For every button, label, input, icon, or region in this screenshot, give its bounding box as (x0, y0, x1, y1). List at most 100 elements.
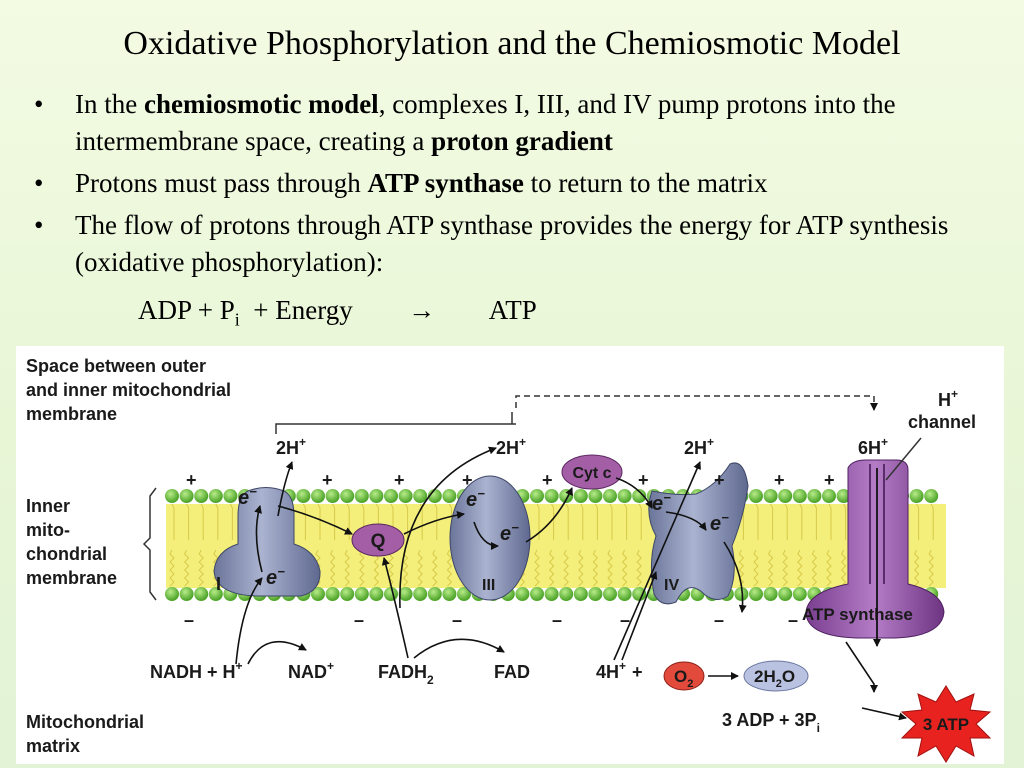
bullet-text: to return to the matrix (523, 168, 768, 198)
arrow-cytc-iv (615, 477, 653, 509)
electrons: e− e− e− e− e− e− (238, 484, 729, 589)
bullet-dot: • (34, 210, 44, 240)
cyt-c-label: Cyt c (572, 465, 611, 482)
lipid-head (413, 587, 428, 601)
lipid-head (194, 587, 209, 601)
lipid-head (354, 587, 369, 601)
lipid-tail (565, 503, 569, 540)
proton-labels: 2H+ 2H+ 2H+ 6H+ (276, 435, 888, 458)
minus-sign: – (184, 610, 194, 630)
lipid-tail (770, 503, 774, 540)
lipid-head (544, 489, 559, 503)
intermembrane-bracket (275, 412, 516, 434)
q-label: Q (371, 531, 386, 552)
bullet-item: •In the chemiosmotic model, complexes I,… (30, 86, 1010, 160)
lipid-head (398, 587, 413, 601)
lipid-tail (446, 549, 453, 587)
oxygen-oval (663, 661, 705, 691)
lipid-tail (621, 549, 628, 587)
plus-sign: + (774, 470, 785, 490)
bullet-bold-text: ATP synthase (367, 168, 524, 198)
lipid-head (632, 587, 647, 601)
lipid-tail (551, 503, 555, 540)
lipid-tail (229, 503, 233, 540)
lipid-head (179, 489, 194, 503)
lipid-tail (329, 549, 336, 587)
arrow-iv-matrix (723, 541, 747, 613)
fad-label: FAD (494, 662, 530, 682)
bullet-text: , complexes I, III, and IV pump protons … (75, 89, 896, 156)
lipid-head (588, 587, 603, 601)
lipid-tail (215, 503, 219, 540)
arrow-4h-o2 (621, 571, 658, 661)
atp-product-label: 3 ATP (923, 715, 969, 734)
lipid-head (909, 489, 924, 503)
plus-sign: + (462, 470, 473, 490)
lipid-tail (753, 549, 759, 587)
lipid-tail (388, 549, 394, 587)
plus-sign: + (542, 470, 553, 490)
o2-label: O2 (674, 667, 693, 690)
bullet-text: Protons must pass through (75, 168, 368, 198)
lipid-head (924, 489, 939, 503)
lipid-head (413, 489, 428, 503)
lipid-head (530, 489, 544, 503)
arrow-i-q (277, 505, 353, 535)
flow-arrows (235, 446, 907, 721)
bullet-item: • The flow of protons through ATP synthas… (30, 207, 1010, 281)
complex-i (213, 487, 321, 597)
minus-sign: – (714, 610, 724, 630)
lipid-head (822, 489, 836, 503)
lipid-head (296, 489, 311, 503)
lipid-tail (594, 503, 598, 540)
atp-starburst (900, 685, 992, 763)
plus-sign: + (824, 470, 835, 490)
lipid-head (208, 489, 223, 503)
arrow-synthase-atp (845, 641, 878, 693)
lipid-head (311, 489, 325, 503)
lipid-head (384, 489, 398, 503)
lipid-head (208, 587, 223, 601)
lipid-head (836, 489, 851, 503)
arrow-i-h-out (277, 461, 294, 517)
lipid-head (530, 587, 544, 601)
arrow-adp-atp (861, 707, 907, 721)
lipid-tail (432, 549, 438, 587)
lipid-head (749, 587, 763, 601)
bullet-dot: • (34, 168, 44, 198)
minus-sign: – (552, 610, 562, 630)
lipid-head (749, 489, 763, 503)
complex-iii (449, 475, 531, 601)
lipid-head (573, 489, 588, 503)
arrow-e-up-i (254, 505, 263, 573)
lipid-tail (344, 549, 350, 587)
lipid-tail (198, 549, 204, 587)
lipid-head (559, 587, 574, 601)
electron-3: e− (466, 486, 485, 511)
lipid-tail (784, 503, 788, 540)
nad-label: NAD+ (288, 659, 334, 682)
lipid-tail (767, 549, 774, 587)
inner-membrane-label: Inner mito- chondrial membrane (26, 496, 117, 588)
arrow-fadh-q (381, 557, 409, 659)
plus-sign: + (394, 470, 405, 490)
lipid-tail (171, 503, 175, 540)
lipid-tail (580, 503, 584, 540)
equation-right: ATP (488, 295, 537, 325)
bullet-text: The flow of protons through ATP synthase… (75, 210, 949, 277)
lipid-tail (843, 503, 847, 540)
h-channel-pointer (885, 437, 922, 481)
lipid-head (165, 489, 179, 503)
lipid-head (617, 489, 632, 503)
bullet-list: •In the chemiosmotic model, complexes I,… (30, 86, 1010, 286)
atp-synthase (805, 459, 945, 639)
equation-left: ADP + Pi + Energy (138, 295, 353, 330)
lipid-tail (186, 503, 190, 540)
lipid-head (792, 587, 807, 601)
lipid-tail (592, 549, 599, 587)
arrow-q-h-out (399, 446, 497, 609)
lipid-head (340, 489, 355, 503)
electron-6: e− (710, 510, 729, 535)
charge-signs: +++++++++––––––– (184, 470, 835, 630)
lipid-tail (302, 503, 306, 540)
